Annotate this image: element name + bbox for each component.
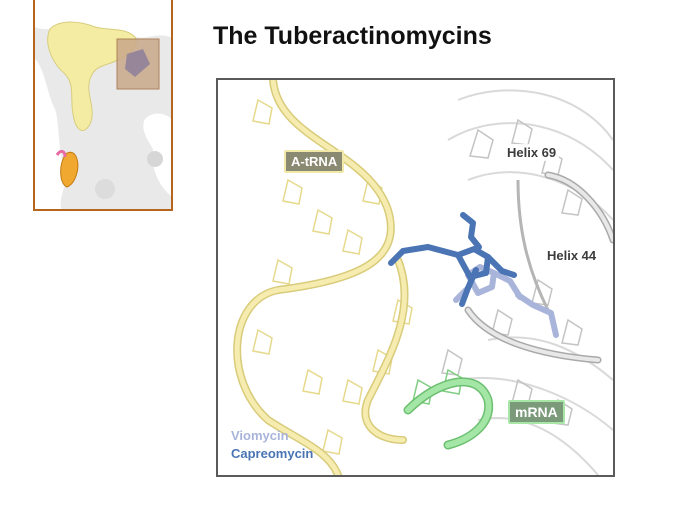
a-trna-label: A-tRNA <box>284 150 345 173</box>
helix44-label: Helix 44 <box>544 247 600 264</box>
ribosome-surface-image <box>35 0 171 209</box>
ribosome-structure-image <box>233 80 613 475</box>
helix69-label: Helix 69 <box>504 144 560 161</box>
viomycin-legend-label: Viomycin <box>231 428 289 443</box>
mrna-label: mRNA <box>508 400 565 424</box>
ribosome-overview-inset <box>33 0 173 211</box>
capreomycin-legend-label: Capreomycin <box>231 446 314 461</box>
slide-title: The Tuberactinomycins <box>213 22 492 50</box>
structure-panel: A-tRNA Helix 69 Helix 44 mRNA Viomycin C… <box>216 78 615 477</box>
